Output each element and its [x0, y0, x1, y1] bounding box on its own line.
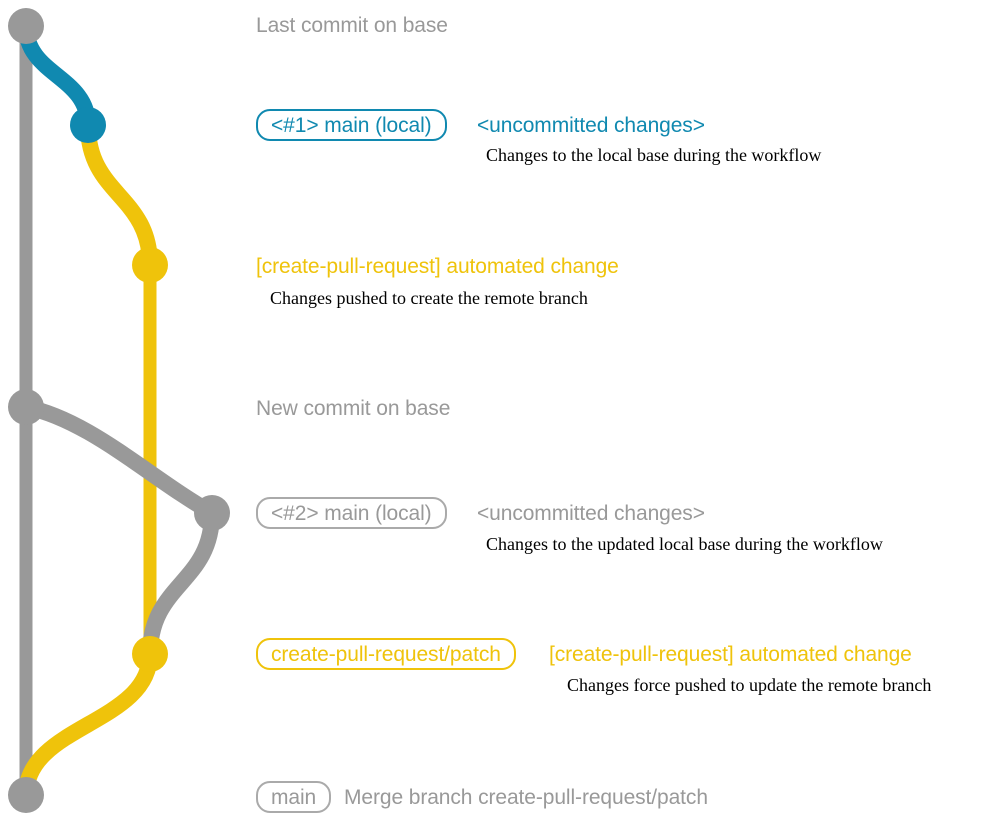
commit-node-local-uncommitted-1[interactable] — [70, 107, 106, 143]
ref-badge-main[interactable]: main — [256, 781, 332, 813]
ref-badge-create-pull-request-patch[interactable]: create-pull-request/patch — [256, 638, 516, 670]
edge-local-2-to-patch-2 — [142, 505, 220, 662]
commit-description-automated-change-create: Changes pushed to create the remote bran… — [270, 288, 588, 308]
commit-node-new-commit-on-base[interactable] — [8, 389, 44, 425]
commit-title-merge-branch: Merge branch create-pull-request/patch — [344, 786, 708, 809]
commit-title-local-uncommitted-2: <uncommitted changes> — [477, 502, 705, 525]
ref-badge-main-local-2[interactable]: <#2> main (local) — [256, 497, 447, 529]
commit-node-automated-change-create[interactable] — [132, 247, 168, 283]
commit-description-local-uncommitted-2: Changes to the updated local base during… — [486, 534, 883, 554]
commit-node-last-commit-on-base[interactable] — [8, 8, 44, 44]
commit-node-local-uncommitted-2[interactable] — [194, 495, 230, 531]
commit-node-automated-change-update[interactable] — [132, 636, 168, 672]
commit-title-automated-change-update: [create-pull-request] automated change — [549, 643, 912, 666]
commit-description-local-uncommitted-1: Changes to the local base during the wor… — [486, 145, 822, 165]
commit-title-local-uncommitted-1: <uncommitted changes> — [477, 114, 705, 137]
edge-base-to-local-2 — [18, 399, 220, 521]
edge-patch-2-to-merge — [18, 646, 158, 803]
commit-description-automated-change-update: Changes force pushed to update the remot… — [567, 675, 932, 695]
commit-title-new-commit-on-base: New commit on base — [256, 397, 451, 420]
commit-title-last-commit-on-base: Last commit on base — [256, 14, 448, 37]
commit-title-automated-change-create: [create-pull-request] automated change — [256, 255, 619, 278]
ref-badge-main-local-1[interactable]: <#1> main (local) — [256, 109, 447, 141]
edge-local-1-to-patch-1 — [80, 117, 158, 273]
commit-node-merge-branch[interactable] — [8, 777, 44, 813]
